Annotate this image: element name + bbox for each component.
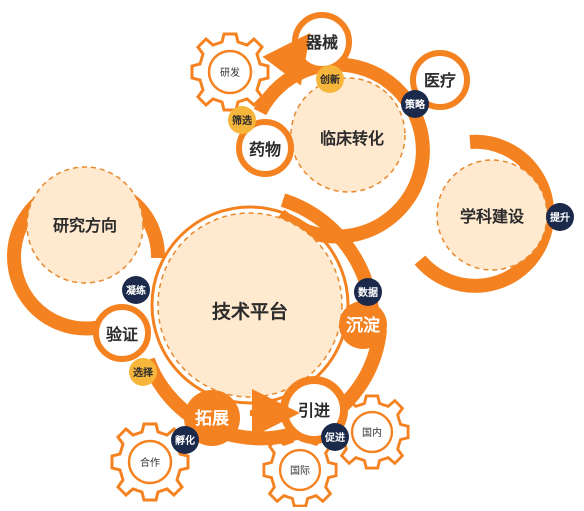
screen-badge [228,106,256,134]
promote-label: 促进 [324,431,345,444]
precipitation-node [339,301,387,349]
data-badge [354,278,382,306]
introduction-label: 引进 [298,401,330,420]
center-label: 技术平台 [212,300,288,323]
drugs-label: 药物 [249,140,281,159]
condense-badge [122,276,150,304]
research-direction-label: 研究方向 [53,216,117,235]
enhance-label: 提升 [550,211,570,224]
precipitation-label: 沉淀 [346,315,381,336]
gear-cooperation-label: 合作 [140,456,160,469]
verification-label: 验证 [106,325,138,344]
screen-label: 筛选 [232,114,252,127]
strategy-label: 策略 [405,98,426,111]
drugs-node [236,119,294,177]
strategy-badge [401,90,429,118]
medical-label: 医疗 [424,71,456,90]
medical-node [410,50,470,110]
data-label: 数据 [358,286,378,299]
devices-label: 器械 [305,33,338,52]
innovate-badge [316,65,344,93]
enhance-badge [546,203,574,231]
condense-label: 凝练 [126,284,146,297]
gear-international-label: 国际 [290,465,310,477]
technology-platform-node [150,205,350,405]
select-label: 选择 [133,366,154,379]
expansion-node [184,390,240,446]
discipline-building-label: 学科建设 [460,207,525,226]
arrow-to-devices [262,32,311,86]
gear-domestic-label: 国内 [362,426,382,439]
clinical-translation-label: 临床转化 [320,129,384,148]
verification-node [93,304,151,362]
research-direction-ring [7,166,166,336]
incubate-badge [171,426,199,454]
select-badge [129,358,157,386]
gear-rnd-label: 研发 [220,66,240,79]
innovate-label: 创新 [319,73,340,86]
platform-bottom-arc [141,329,387,446]
promote-badge [321,423,349,451]
expansion-label: 拓展 [195,409,229,429]
incubate-label: 孵化 [175,434,195,447]
